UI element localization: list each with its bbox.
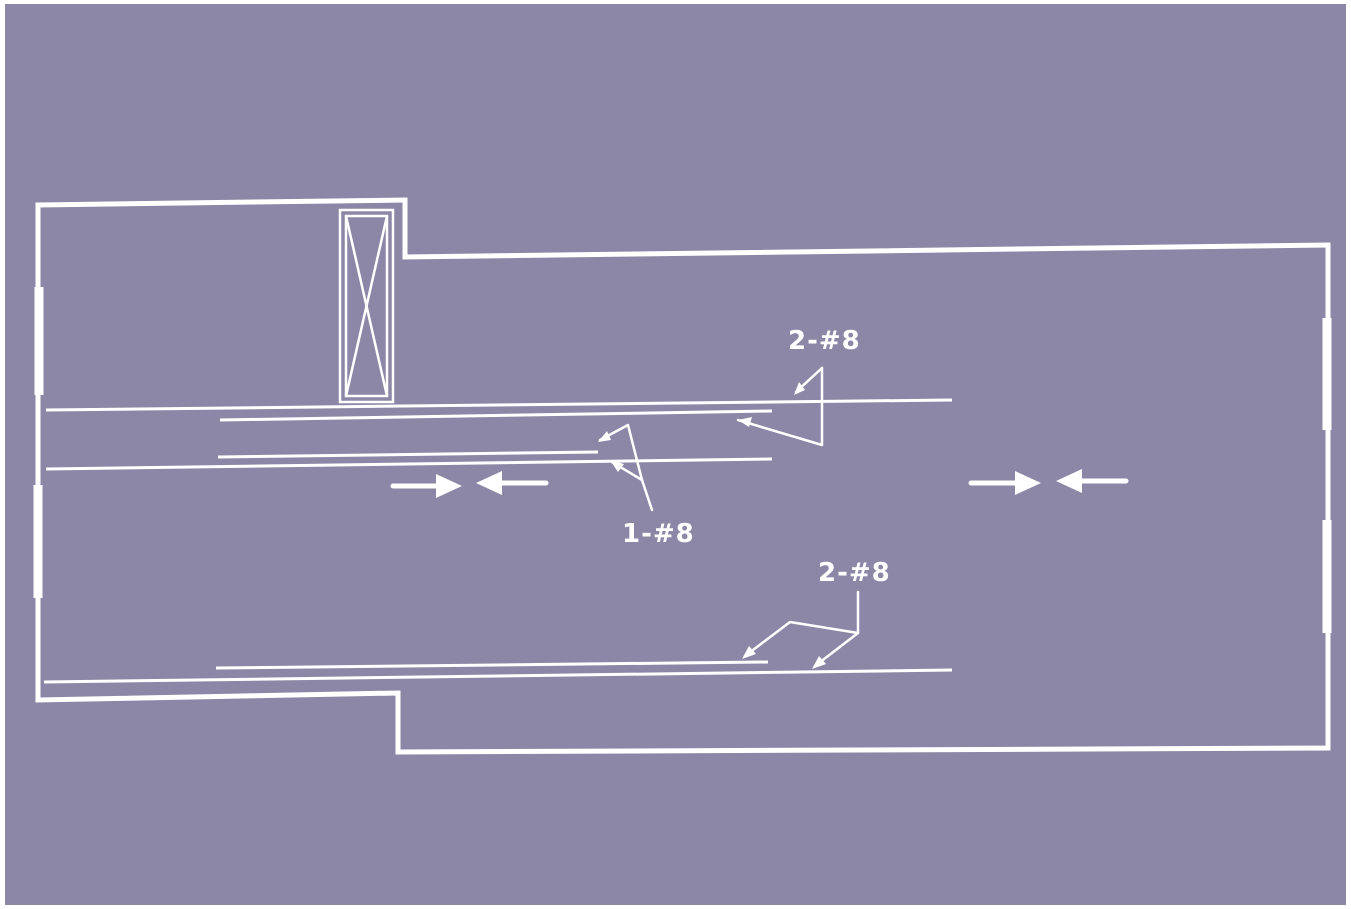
rebar-bottom-long: [43, 668, 953, 684]
label-top-right-bars: 2-#8: [788, 326, 861, 356]
rebar-mid-lower: [45, 457, 773, 471]
leader-bottom: [742, 590, 860, 669]
rebar-mid-upper: [217, 450, 599, 459]
reinforcement-plan-diagram: 2-#8 1-#8 2-#8: [5, 4, 1346, 905]
diagram-slide: 2-#8 1-#8 2-#8: [5, 4, 1346, 905]
left-arrow-pair: [390, 471, 549, 498]
crossed-box: [338, 208, 395, 404]
rebar-top-short: [219, 409, 773, 422]
leader-middle: [598, 423, 654, 512]
leader-top-right: [736, 366, 824, 447]
slide-background: [5, 4, 1346, 905]
rebar-bottom-short: [215, 660, 769, 670]
label-middle-bars: 1-#8: [622, 519, 695, 549]
right-arrow-pair: [968, 469, 1129, 495]
label-bottom-bars: 2-#8: [818, 558, 891, 588]
rebar-top-long: [45, 398, 953, 412]
wall-outline: [35, 197, 1331, 755]
